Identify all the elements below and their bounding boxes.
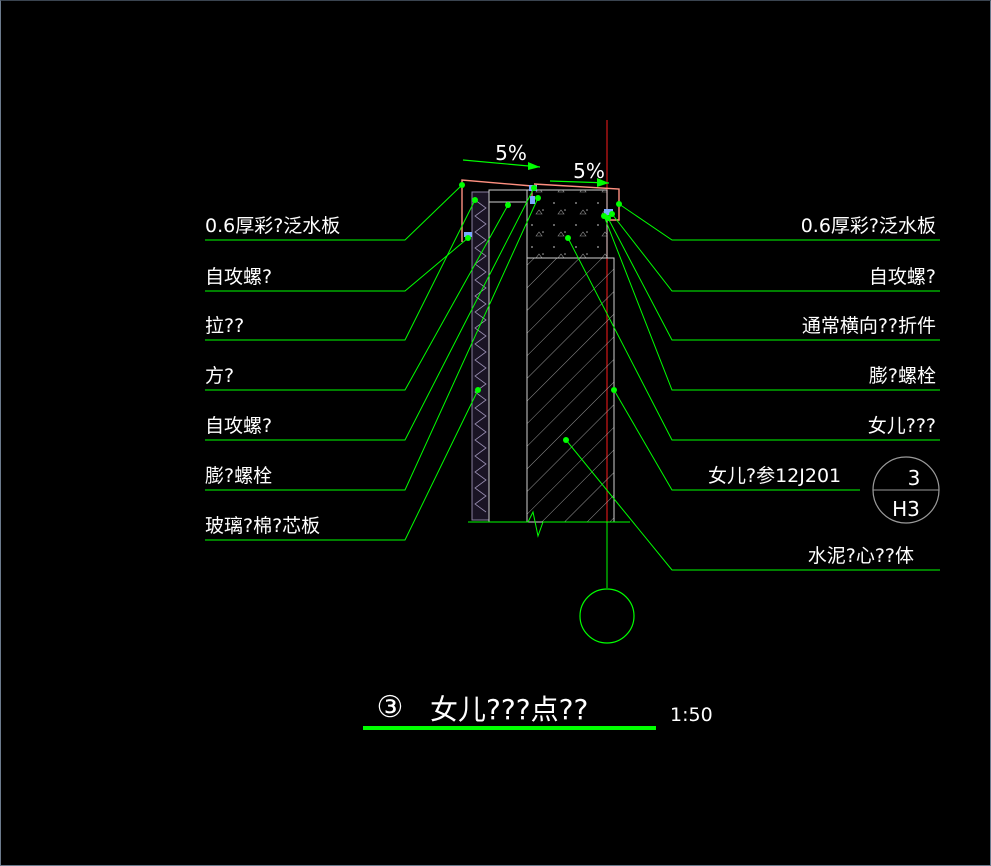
left-leaders [205, 182, 541, 541]
detail-ref-sheet: H3 [892, 497, 920, 521]
right-label-parapet-ref: 女儿?参12J201 [708, 465, 841, 487]
right-label-expansion-bolt: 膨?螺栓 [869, 365, 936, 387]
slope-right-label: 5% [573, 159, 605, 183]
grid-bubble [579, 588, 635, 644]
detail-ref-number: 3 [908, 466, 921, 490]
left-label-square-tube: 方? [205, 365, 234, 387]
left-label-screw-1: 自攻螺? [205, 266, 272, 288]
slope-right: 5% [549, 159, 610, 187]
right-label-parapet-cap: 女儿??? [868, 415, 936, 437]
drawing-title: ③ 女儿???点?? 1:50 [363, 690, 713, 730]
slope-left-label: 5% [495, 141, 527, 165]
title-circled-number: ③ [377, 690, 404, 725]
left-label-flashing: 0.6厚彩?泛水板 [205, 215, 340, 237]
right-label-block-wall: 水泥?心??体 [808, 545, 914, 567]
left-label-expansion-bolt: 膨?螺栓 [205, 465, 272, 487]
break-line [468, 510, 630, 538]
detail-reference: 3 H3 [872, 456, 940, 524]
left-label-glasswool-panel: 玻璃?棉?芯板 [205, 515, 320, 537]
left-label-screw-2: 自攻螺? [205, 415, 272, 437]
right-label-screw: 自攻螺? [869, 266, 936, 288]
left-label-rivet: 拉?? [205, 315, 244, 337]
sandwich-panel [471, 191, 490, 521]
right-label-fold-piece: 通常横向??折件 [802, 315, 936, 337]
title-scale: 1:50 [670, 704, 713, 726]
title-text: 女儿???点?? [430, 693, 588, 726]
right-label-flashing: 0.6厚彩?泛水板 [801, 215, 936, 237]
right-leaders [563, 201, 940, 571]
slope-left: 5% [462, 141, 541, 170]
